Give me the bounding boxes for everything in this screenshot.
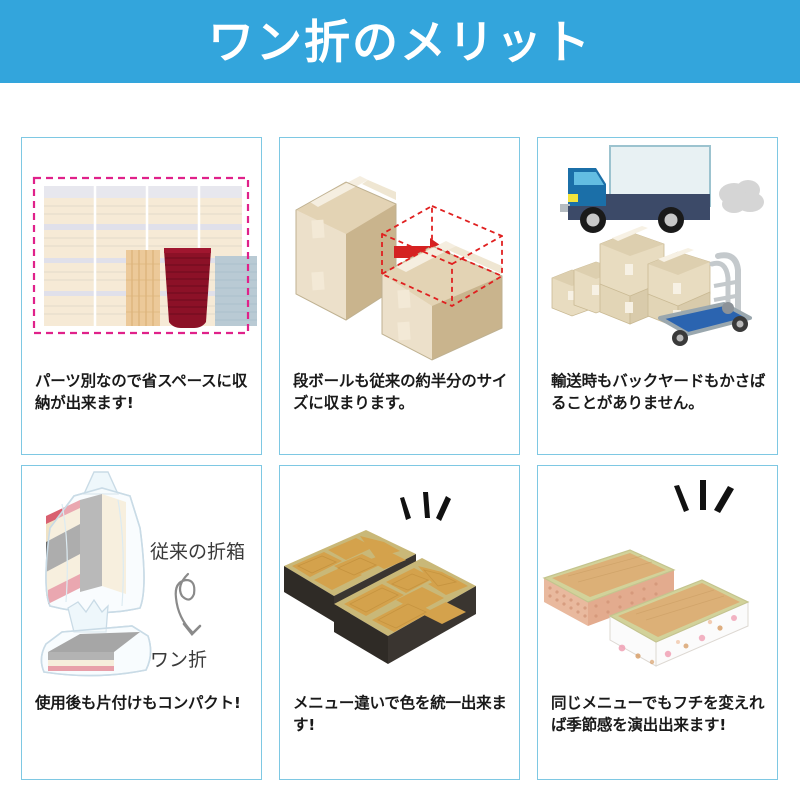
card-caption: メニュー違いで色を統一出来ます!	[293, 694, 507, 735]
benefit-card-seasonal-edge: 同じメニューでもフチを変えれば季節感を演出出来ます!	[537, 465, 778, 780]
benefit-card-carton: 段ボールも従来の約半分のサイズに収まります。	[279, 137, 520, 455]
dashed-saved-volume	[380, 204, 504, 308]
header-banner: ワン折のメリット	[0, 0, 800, 83]
illustration-bento-trays	[280, 466, 519, 691]
tray-textured-edge	[542, 549, 676, 626]
illustration-truck-and-cart	[538, 138, 777, 366]
truck-icon	[560, 145, 764, 233]
carton-full	[295, 176, 397, 321]
illustration-edge-variation-trays	[538, 466, 777, 691]
page-title: ワン折のメリット	[208, 14, 592, 69]
carton-half	[381, 241, 503, 361]
benefit-card-menu-color: メニュー違いで色を統一出来ます!	[279, 465, 520, 780]
benefit-card-transport: 輸送時もバックヤードもかさばることがありません。	[537, 137, 778, 455]
bag-before	[45, 471, 145, 614]
illustration-trash-bag-comparison: 従来の折箱 ワン折	[22, 466, 261, 691]
stack-tan	[126, 250, 160, 326]
bag-after	[40, 598, 152, 677]
dashed-highlight-frame	[32, 176, 250, 335]
curved-arrow-icon	[174, 572, 202, 636]
floral-pattern	[618, 615, 737, 665]
label-after: ワン折	[150, 649, 207, 671]
stacked-boxes	[551, 226, 711, 329]
card-caption: 輸送時もバックヤードもかさばることがありません。	[551, 372, 766, 413]
label-before: 従来の折箱	[150, 541, 245, 563]
card-caption: パーツ別なので省スペースに収納が出来ます!	[35, 372, 248, 413]
tray-floral-edge	[608, 579, 750, 667]
bento-tray-right	[334, 558, 476, 664]
benefit-card-disposal: 従来の折箱 ワン折 使用後も片付けもコンパクト!	[21, 465, 262, 780]
sparkle-icon	[674, 480, 734, 513]
exhaust-cloud	[719, 180, 764, 213]
benefit-card-grid: パーツ別なので省スペースに収納が出来ます!	[21, 137, 779, 780]
benefit-card-storage: パーツ別なので省スペースに収納が出来ます!	[21, 137, 262, 455]
card-caption: 段ボールも従来の約半分のサイズに収まります。	[293, 372, 508, 413]
illustration-carton-halved	[280, 138, 519, 366]
stack-blue-gray	[215, 256, 257, 326]
sparkle-icon	[400, 492, 451, 521]
illustration-stacked-parts	[22, 138, 261, 366]
hand-cart-icon	[658, 252, 752, 346]
card-caption: 使用後も片付けもコンパクト!	[35, 694, 241, 712]
card-caption: 同じメニューでもフチを変えれば季節感を演出出来ます!	[551, 694, 765, 735]
stack-dark-red	[164, 248, 211, 328]
